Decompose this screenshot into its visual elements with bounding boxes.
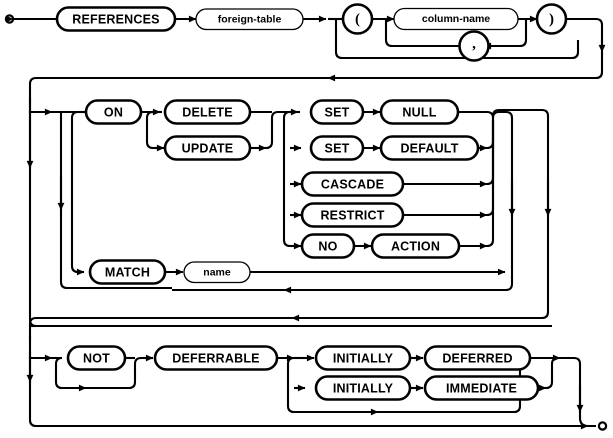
wire-row2-bypass [28, 98, 552, 328]
node-update: UPDATE [163, 135, 252, 161]
node-action-label: ACTION [391, 240, 440, 254]
wire-row2-to-row3 [28, 316, 37, 340]
wire-immediate-merge [545, 356, 559, 390]
node-default-label: DEFAULT [400, 142, 458, 156]
node-initially-deferred-initially-label: INITIALLY [333, 352, 394, 366]
node-null-label: NULL [402, 106, 436, 120]
wire-comma-loop-right [490, 39, 528, 48]
wire-row1-to-row2-return [28, 52, 604, 98]
wire-skip-paren-down [334, 19, 470, 60]
node-initially-deferred-initially: INITIALLY [314, 345, 412, 371]
node-no: NO [300, 233, 356, 259]
node-not-label: NOT [83, 352, 110, 366]
wire-row2-repeat-bottom [59, 281, 172, 290]
wire-comma-loop-left [384, 39, 459, 48]
node-match: MATCH [88, 259, 167, 285]
wire-row3-exit [560, 356, 582, 418]
node-name-label: name [203, 267, 231, 279]
node-restrict: RESTRICT [300, 202, 405, 228]
wire-null-merge [458, 110, 495, 119]
wire-action-merge [486, 120, 495, 248]
node-action: ACTION [370, 233, 461, 259]
node-comma-label: , [472, 36, 476, 52]
node-deferrable: DEFERRABLE [153, 345, 279, 371]
node-references: REFERENCES [55, 6, 177, 32]
node-rparen-label: ) [549, 12, 554, 28]
node-column-name: column-name [393, 7, 519, 31]
wire-not-skip-right [86, 356, 142, 390]
node-foreign-table-label: foreign-table [218, 14, 282, 26]
node-set-null-set-label: SET [325, 106, 350, 120]
node-set-default-set-label: SET [325, 142, 350, 156]
wire-row3-bypass [28, 336, 580, 428]
node-name: name [183, 261, 251, 284]
node-delete-label: DELETE [182, 106, 233, 120]
node-cascade: CASCADE [300, 171, 405, 197]
node-foreign-table: foreign-table [195, 8, 304, 31]
node-deferred: DEFERRED [423, 345, 532, 371]
node-delete: DELETE [163, 99, 252, 125]
wire-to-end-terminal [578, 417, 596, 428]
wire-actions-return-bottom [172, 283, 514, 292]
wire-row2-exit-bottom [36, 311, 550, 320]
node-on-label: ON [104, 106, 123, 120]
node-comma: , [458, 30, 490, 62]
wire-rparen-to-row2 [566, 17, 604, 43]
node-on: ON [84, 99, 143, 125]
node-column-name-label: column-name [422, 13, 490, 25]
node-lparen: ( [341, 3, 374, 35]
node-deferrable-label: DEFERRABLE [172, 352, 259, 366]
node-update-label: UPDATE [182, 142, 234, 156]
node-cascade-label: CASCADE [321, 178, 384, 192]
wire-delete-update-fork [145, 110, 154, 150]
end-terminal-icon [597, 421, 608, 431]
node-immediate-label: IMMEDIATE [446, 382, 517, 396]
wire-update-merge [265, 110, 279, 150]
node-initially-immediate-initially-label: INITIALLY [333, 382, 394, 396]
node-not: NOT [66, 345, 127, 371]
node-default: DEFAULT [379, 135, 480, 161]
wire-not-skip-left [54, 356, 80, 390]
node-restrict-label: RESTRICT [320, 209, 384, 223]
node-lparen-label: ( [355, 12, 360, 28]
wire-action-fork [282, 110, 291, 248]
node-references-label: REFERENCES [72, 13, 159, 27]
node-set-null-set: SET [309, 99, 365, 125]
wire-skip-paren-rejoin [476, 40, 580, 60]
wire-initially-fork [286, 356, 295, 414]
node-rparen: ) [535, 3, 568, 35]
start-terminal-icon [4, 14, 15, 24]
node-null: NULL [379, 99, 460, 125]
wire-row2-branch [70, 110, 79, 274]
node-match-label: MATCH [105, 266, 150, 280]
wire-actions-to-groupbottom [491, 110, 514, 284]
node-no-label: NO [318, 240, 337, 254]
node-deferred-label: DEFERRED [442, 352, 512, 366]
node-set-default-set: SET [309, 135, 365, 161]
node-initially-immediate-initially: INITIALLY [314, 375, 412, 401]
node-immediate: IMMEDIATE [423, 375, 540, 401]
wire-row2-exit-right [491, 108, 550, 312]
